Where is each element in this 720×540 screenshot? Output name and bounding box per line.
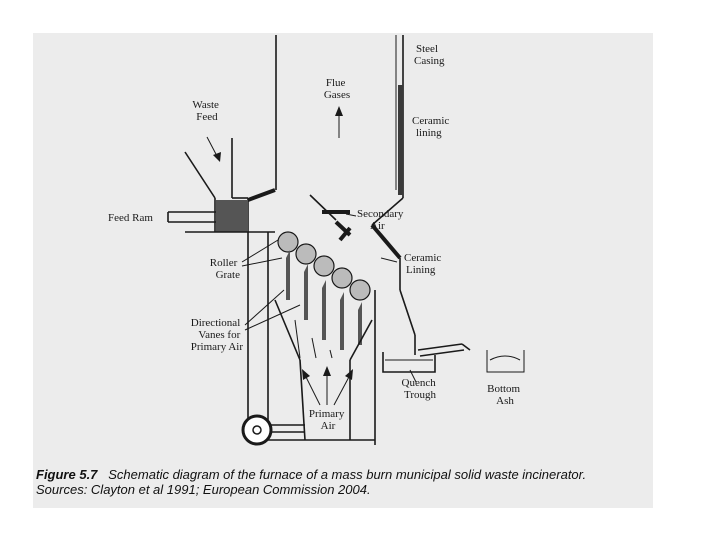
label-primary-air: Primary Air <box>309 408 347 432</box>
primary-air-arrows <box>302 366 353 406</box>
bottom-ash-bin <box>486 350 525 373</box>
furnace-walls <box>185 194 416 445</box>
label-ceramic-lining-side: Ceramic Lining <box>404 252 444 276</box>
label-directional-vanes: Directional Vanes for Primary Air <box>191 317 244 353</box>
label-feed-ram: Feed Ram <box>108 212 153 224</box>
label-steel-casing: Steel Casing <box>414 43 445 67</box>
label-ceramic-lining-top: Ceramic lining <box>412 115 452 139</box>
leader-lines <box>241 213 417 383</box>
figure-number: Figure 5.7 <box>36 467 98 482</box>
label-bottom-ash: Bottom Ash <box>487 383 523 407</box>
caption-sources: Sources: Clayton et al 1991; European Co… <box>36 482 371 497</box>
flue-gas-arrow <box>335 106 343 138</box>
caption-line: Figure 5.7 Schematic diagram of the furn… <box>36 467 636 482</box>
base-frame <box>241 414 375 446</box>
caption-text: Schematic diagram of the furnace of a ma… <box>108 467 587 482</box>
figure-caption: Figure 5.7 Schematic diagram of the furn… <box>36 467 636 497</box>
quench-trough <box>382 343 471 373</box>
label-flue-gases: Flue Gases <box>324 77 350 101</box>
secondary-air-nozzle <box>322 210 352 242</box>
directional-vanes <box>286 250 362 350</box>
feed-ram <box>167 200 248 232</box>
roller-grate <box>277 231 371 301</box>
label-quench-trough: Quench Trough <box>402 377 439 401</box>
ceramic-lining-upper <box>247 85 403 202</box>
label-secondary-air: Secondary Air <box>357 208 406 232</box>
label-roller-grate: Roller Grate <box>210 257 240 281</box>
label-waste-feed: Waste Feed <box>192 99 221 123</box>
waste-feed-arrow <box>206 136 221 162</box>
